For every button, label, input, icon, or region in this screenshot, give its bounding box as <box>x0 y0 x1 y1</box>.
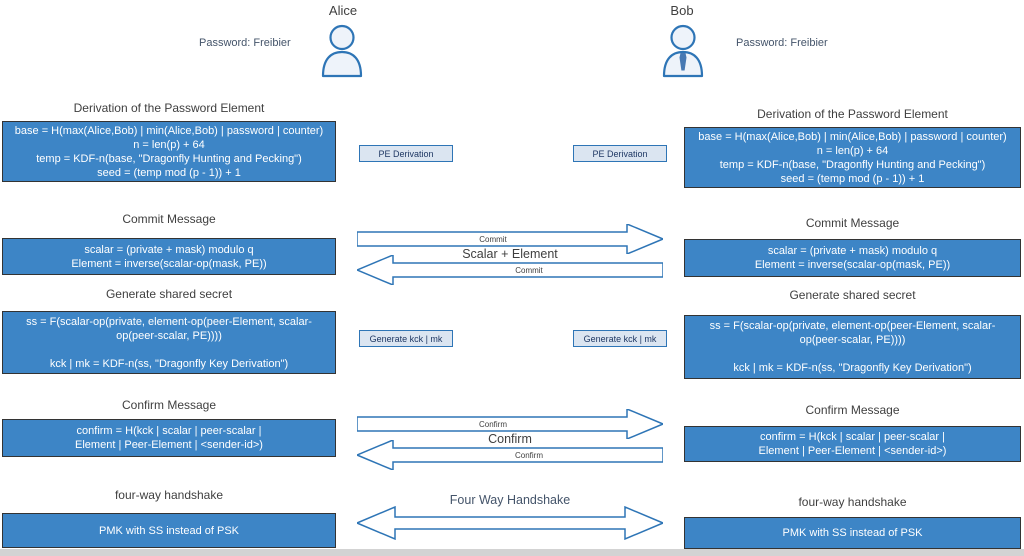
alice-pmk-box: PMK with SS instead of PSK <box>2 513 336 548</box>
bob-fourway-title: four-way handshake <box>798 495 907 509</box>
generate-kck-step-alice: Generate kck | mk <box>359 330 453 347</box>
confirm-right-arrow-icon <box>357 409 663 439</box>
alice-pe-derivation-box: base = H(max(Alice,Bob) | min(Alice,Bob)… <box>2 121 336 182</box>
formula-line: ss = F(scalar-op(private, element-op(pee… <box>709 320 996 332</box>
bob-pmk-box: PMK with SS instead of PSK <box>684 517 1021 549</box>
formula-line: confirm = H(kck | scalar | peer-scalar | <box>760 431 945 443</box>
bob-shared-secret-box: ss = F(scalar-op(private, element-op(pee… <box>684 315 1021 379</box>
formula-line: Element = inverse(scalar-op(mask, PE)) <box>754 259 951 271</box>
bob-user-icon <box>662 24 704 78</box>
tie-icon <box>679 53 687 71</box>
formula-line: Element = inverse(scalar-op(mask, PE)) <box>71 257 267 270</box>
formula-line: seed = (temp mod (p - 1)) + 1 <box>780 172 925 185</box>
confirm-arrow-label: Confirm <box>514 450 543 460</box>
formula-line: n = len(p) + 64 <box>816 144 889 157</box>
formula-line: temp = KDF-n(base, "Dragonfly Hunting an… <box>36 152 302 165</box>
formula-line: temp = KDF-n(base, "Dragonfly Hunting an… <box>719 158 986 171</box>
bob-confirm-box: confirm = H(kck | scalar | peer-scalar |… <box>684 426 1021 462</box>
four-way-double-arrow-icon <box>357 506 663 540</box>
formula-line: op(peer-scalar, PE)))) <box>799 334 906 346</box>
bob-confirm-title: Confirm Message <box>805 403 900 417</box>
bob-name-label: Bob <box>670 3 694 18</box>
pe-derivation-step-bob: PE Derivation <box>573 145 667 162</box>
formula-line: seed = (temp mod (p - 1)) + 1 <box>97 166 241 179</box>
formula-line: base = H(max(Alice,Bob) | min(Alice,Bob)… <box>14 124 324 137</box>
bob-commit-title: Commit Message <box>805 216 900 230</box>
alice-fourway-title: four-way handshake <box>114 488 224 502</box>
formula-line: Element | Peer-Element | <sender-id>) <box>75 439 263 451</box>
alice-password-label: Password: Freibier <box>199 37 291 49</box>
alice-confirm-title: Confirm Message <box>121 398 217 412</box>
scalar-element-label: Scalar + Element <box>462 247 558 261</box>
four-way-handshake-label: Four Way Handshake <box>449 493 571 507</box>
commit-arrow-label: Commit <box>515 265 543 275</box>
formula-line: kck | mk = KDF-n(ss, "Dragonfly Key Deri… <box>733 362 972 374</box>
bob-pe-derivation-box: base = H(max(Alice,Bob) | min(Alice,Bob)… <box>684 127 1021 188</box>
alice-user-icon <box>321 24 363 78</box>
alice-confirm-box: confirm = H(kck | scalar | peer-scalar |… <box>2 419 336 457</box>
formula-line: PMK with SS instead of PSK <box>782 527 923 539</box>
commit-arrow-label: Commit <box>479 234 507 244</box>
formula-line: scalar = (private + mask) modulo q <box>84 243 254 256</box>
formula-line <box>3 343 335 357</box>
alice-commit-box: scalar = (private + mask) modulo q Eleme… <box>2 238 336 275</box>
formula-line: base = H(max(Alice,Bob) | min(Alice,Bob)… <box>698 130 1007 143</box>
alice-shared-secret-title: Generate shared secret <box>105 287 233 301</box>
bob-pe-derivation-title: Derivation of the Password Element <box>757 107 948 121</box>
bob-shared-secret-title: Generate shared secret <box>789 288 916 302</box>
bob-password-label: Password: Freibier <box>736 37 828 49</box>
formula-line <box>685 347 1020 361</box>
confirm-left-arrow-icon <box>357 440 663 470</box>
formula-line: ss = F(scalar-op(private, element-op(pee… <box>26 315 312 328</box>
commit-left-arrow-icon <box>357 255 663 285</box>
pe-derivation-step-alice: PE Derivation <box>359 145 453 162</box>
formula-line: op(peer-scalar, PE)))) <box>116 329 222 342</box>
formula-line: n = len(p) + 64 <box>133 138 205 151</box>
formula-line: confirm = H(kck | scalar | peer-scalar | <box>76 425 262 437</box>
alice-shared-secret-box: ss = F(scalar-op(private, element-op(pee… <box>2 311 336 374</box>
commit-right-arrow-icon <box>357 224 663 254</box>
formula-line: Element | Peer-Element | <sender-id>) <box>758 445 947 457</box>
bottom-strip <box>0 549 1024 556</box>
formula-line: PMK with SS instead of PSK <box>98 524 239 537</box>
confirm-center-label: Confirm <box>488 432 532 446</box>
bob-commit-box: scalar = (private + mask) modulo q Eleme… <box>684 239 1021 277</box>
alice-name-label: Alice <box>328 3 358 18</box>
formula-line: scalar = (private + mask) modulo q <box>767 245 938 257</box>
alice-pe-derivation-title: Derivation of the Password Element <box>73 101 265 115</box>
formula-line: kck | mk = KDF-n(ss, "Dragonfly Key Deri… <box>49 357 289 370</box>
confirm-arrow-label: Confirm <box>478 419 507 429</box>
alice-commit-title: Commit Message <box>122 212 216 226</box>
generate-kck-step-bob: Generate kck | mk <box>573 330 667 347</box>
